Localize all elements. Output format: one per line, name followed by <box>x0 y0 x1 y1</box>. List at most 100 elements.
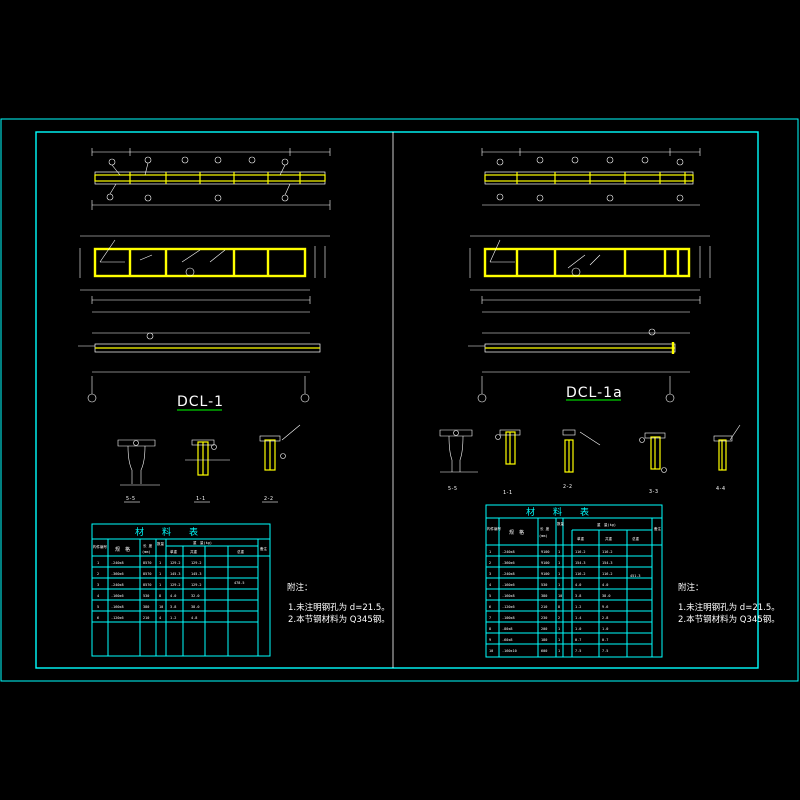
section-label-left-3: 2-2 <box>264 496 273 502</box>
table-header-left-c2: 长 度 <box>143 543 153 548</box>
table-header-left-c1: 规 格 <box>115 546 130 553</box>
table-header-left-c4b: 共重 <box>190 549 197 554</box>
table-cell: 9.6 <box>602 605 608 609</box>
table-cell: 1 <box>558 649 560 653</box>
middle-elevation-view <box>79 235 330 313</box>
table-cell: 600 <box>541 649 547 653</box>
table-cell: 9 <box>489 638 491 642</box>
section-label-right-5: 4-4 <box>716 486 725 492</box>
table-cell: 0.7 <box>602 638 608 642</box>
table-cell: 1 <box>558 627 560 631</box>
table-cell: 154.3 <box>575 561 586 565</box>
section-details-left <box>117 424 301 486</box>
table-header-right-c0: 构件编号 <box>487 526 501 531</box>
note-right-1: 1.未注明钢孔为 d=21.5。 <box>678 602 780 613</box>
table-title-right: 材 料 表 <box>526 506 589 518</box>
table-cell: 116.2 <box>575 572 586 576</box>
table-header-left-c5: 备注 <box>260 546 268 551</box>
material-table-right <box>485 504 663 658</box>
table-title-left: 材 料 表 <box>135 526 198 538</box>
table-cell: 10 <box>489 649 493 653</box>
table-header-right-c4a: 单重 <box>577 536 585 541</box>
table-header-right-c1: 规 格 <box>509 529 524 536</box>
table-cell: -160x6 <box>502 583 515 587</box>
table-cell: -120x6 <box>502 605 515 609</box>
table-cell: 180 <box>541 638 547 642</box>
bottom-view <box>78 332 321 403</box>
top-plan-view <box>91 148 331 210</box>
middle-elevation-view-right <box>469 235 711 313</box>
table-header-right-c3: 数量 <box>557 521 565 526</box>
table-cell: 1 <box>97 561 99 565</box>
table-header-right-c4c: 总重 <box>632 536 640 541</box>
table-header-right-c4: 重 量(kg) <box>597 522 616 527</box>
table-cell: 116.2 <box>575 550 586 554</box>
table-cell: -240x8 <box>502 572 515 576</box>
table-cell: 380 <box>541 594 547 598</box>
table-cell: -360x6 <box>111 572 124 576</box>
table-cell: 9100 <box>541 561 549 565</box>
table-cell: -120x6 <box>111 616 124 620</box>
table-header-right-c5: 备注 <box>654 526 662 531</box>
table-header-right-c2u: (mm) <box>539 534 547 538</box>
table-cell: 8570 <box>143 583 151 587</box>
table-cell: 4 <box>489 583 491 587</box>
table-cell: 9100 <box>541 550 549 554</box>
note-left-2: 2.本节钢材料为 Q345钢。 <box>288 614 390 625</box>
table-cell: 1 <box>558 561 560 565</box>
table-cell: 1 <box>558 550 560 554</box>
table-cell: 10 <box>159 605 163 609</box>
notes-title-right: 附注： <box>678 582 704 593</box>
table-cell: 38.0 <box>191 605 199 609</box>
drawing-dcl-1: DCL-1 5-5 1-1 2-2 <box>78 148 390 657</box>
table-cell: 1.0 <box>602 627 608 631</box>
table-cell: 1 <box>558 572 560 576</box>
table-cell: 4 <box>159 616 161 620</box>
table-header-left-c0: 构件编号 <box>93 544 107 549</box>
section-label-right-1: 5-5 <box>448 486 457 492</box>
table-cell: 2 <box>489 561 491 565</box>
table-cell: 1.2 <box>170 616 176 620</box>
table-header-left-c2u: (mm) <box>142 550 150 554</box>
table-cell: 129.2 <box>170 583 181 587</box>
section-details-right <box>439 424 741 473</box>
section-label-left-2: 1-1 <box>196 496 205 502</box>
table-cell: 3.8 <box>575 594 581 598</box>
table-cell: 154.3 <box>602 561 613 565</box>
table-cell: 4.0 <box>575 583 581 587</box>
table-cell: 0.7 <box>575 638 581 642</box>
table-cell: 1.0 <box>575 627 581 631</box>
table-cell: 7.5 <box>602 649 608 653</box>
bottom-view-right <box>468 328 690 403</box>
drawing-dcl-1a: DCL-1a <box>439 148 780 658</box>
table-cell: 8 <box>558 605 560 609</box>
section-label-right-3: 2-2 <box>563 484 572 490</box>
table-cell: 9100 <box>541 572 549 576</box>
table-cell: 1 <box>489 550 491 554</box>
table-cell: 3 <box>489 572 491 576</box>
table-cell: 530 <box>143 594 149 598</box>
table-cell: 6 <box>97 616 99 620</box>
table-cell: 8570 <box>143 572 151 576</box>
table-header-left-c4a: 单重 <box>170 549 177 554</box>
table-cell: 2 <box>97 572 99 576</box>
note-left-1: 1.未注明钢孔为 d=21.5。 <box>288 602 390 613</box>
table-cell: 116.2 <box>602 572 613 576</box>
section-label-right-4: 3-3 <box>649 489 658 495</box>
table-cell: -160x8 <box>111 605 124 609</box>
table-cell: 1 <box>159 583 161 587</box>
table-cell: 1 <box>558 638 560 642</box>
table-cell: 4 <box>97 594 99 598</box>
table-cell: 3 <box>97 583 99 587</box>
table-cell: -160x8 <box>502 594 515 598</box>
table-cell: 8 <box>159 594 161 598</box>
table-cell: -240x8 <box>111 561 124 565</box>
table-cell: -160x6 <box>111 594 124 598</box>
table-cell: 145.3 <box>170 572 181 576</box>
table-cell: 145.3 <box>191 572 202 576</box>
table-cell: 116.2 <box>602 550 613 554</box>
table-cell: 2.8 <box>602 616 608 620</box>
